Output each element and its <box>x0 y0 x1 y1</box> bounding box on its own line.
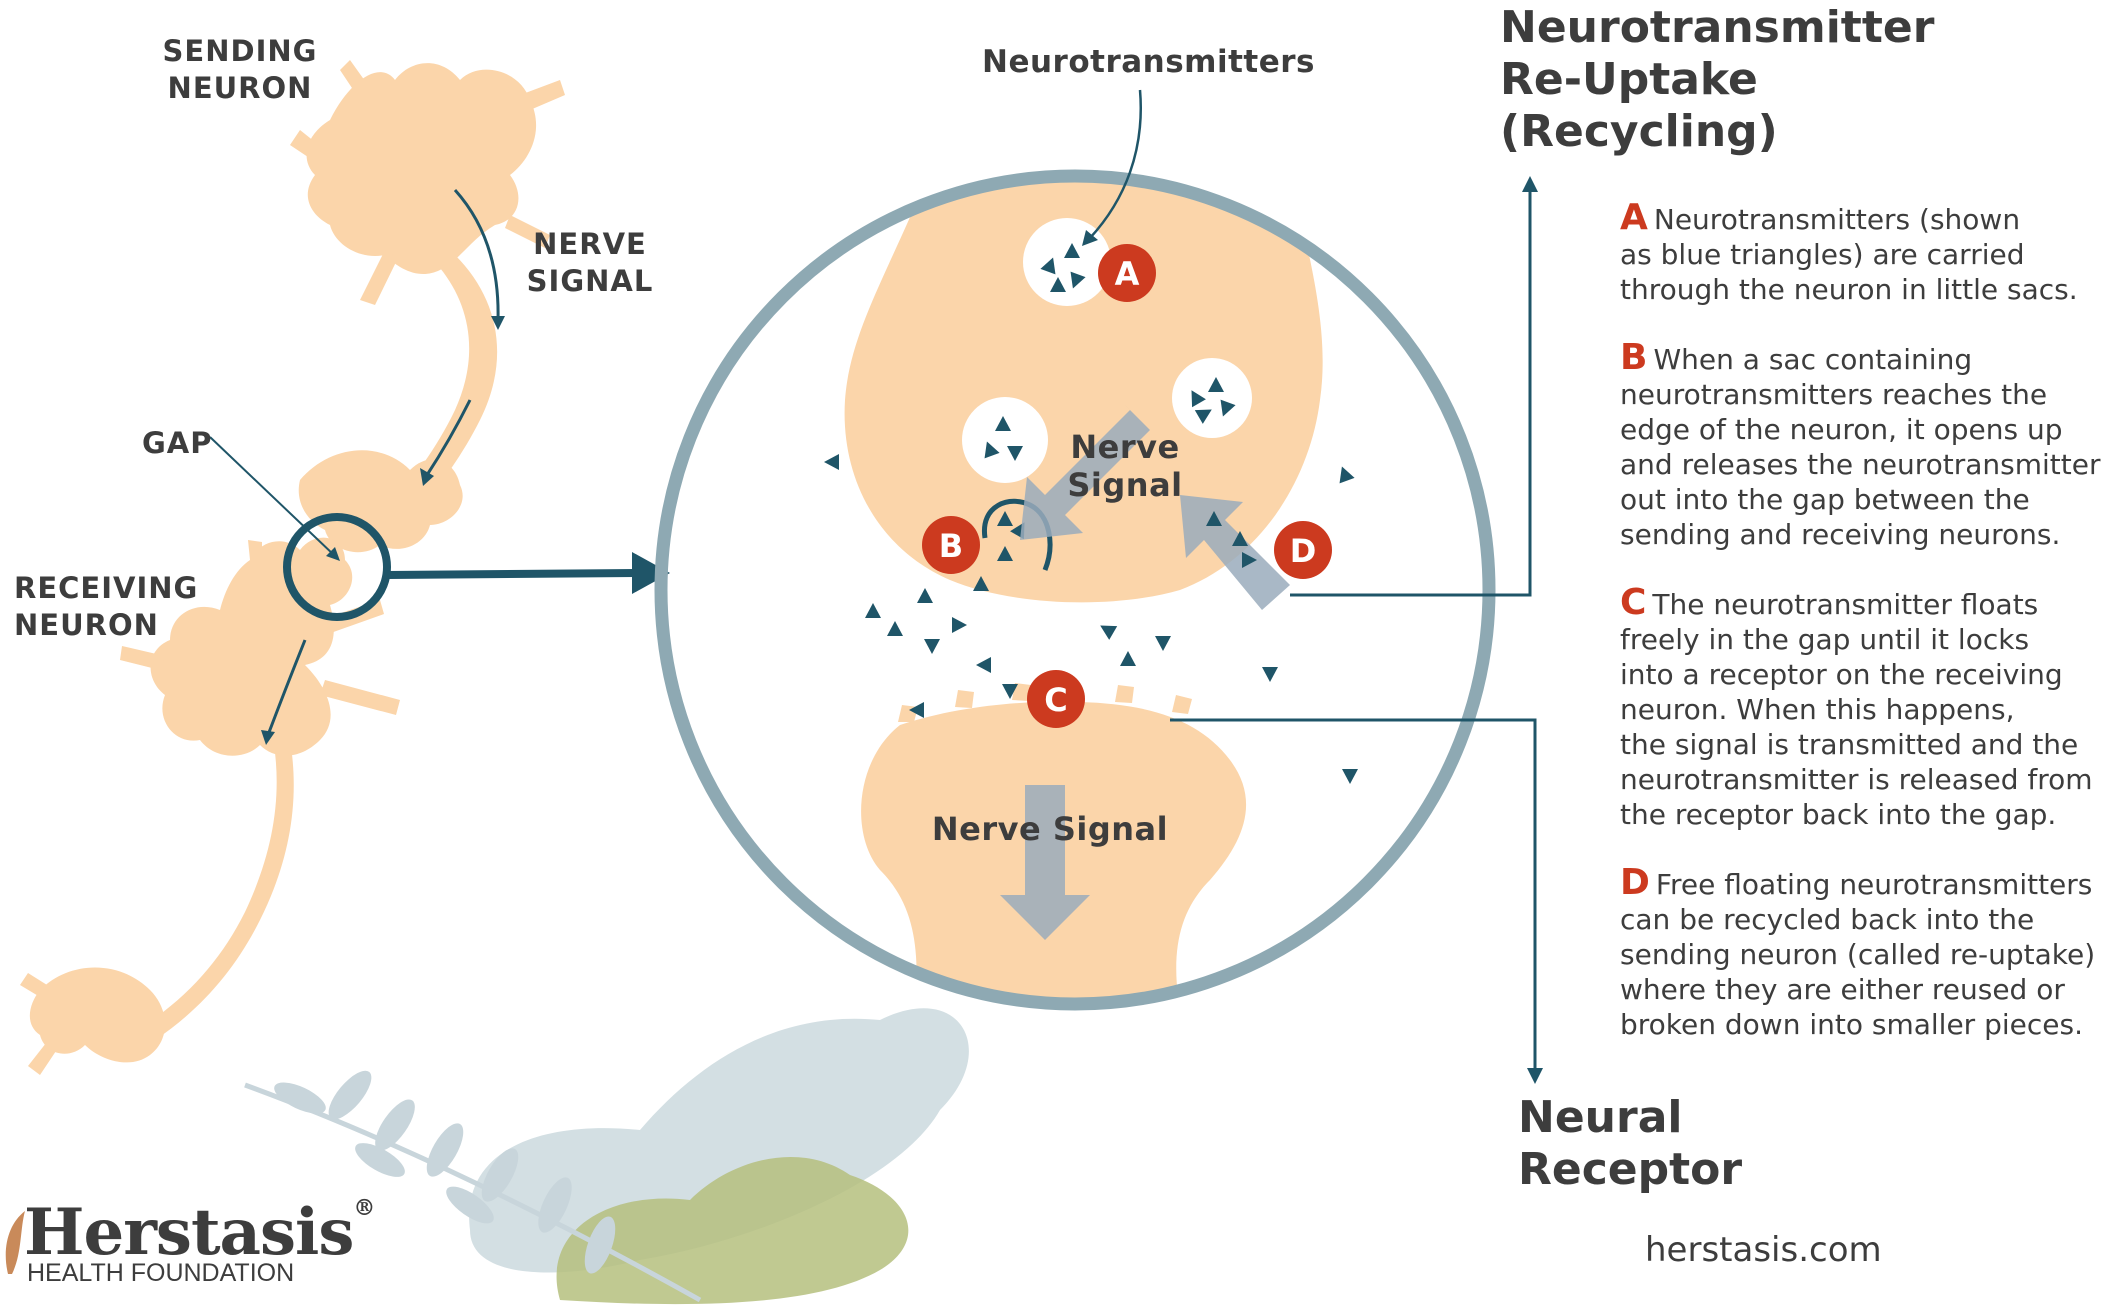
step-a-letter: A <box>1620 197 1648 238</box>
step-c-letter: C <box>1620 582 1647 623</box>
logo-subtitle: HEALTH FOUNDATION <box>27 1259 295 1287</box>
marker-b: B <box>922 516 980 574</box>
marker-d: D <box>1274 521 1332 579</box>
signal-arrow-lower <box>266 639 307 736</box>
signal-arrow-upper <box>453 188 500 321</box>
nerve-signal-label-upper: Nerve Signal <box>1067 428 1183 504</box>
nerve-signal-label-small: NERVE SIGNAL <box>526 227 654 298</box>
connector-lines <box>1170 190 1537 1070</box>
neurotransmitters-pointer <box>1089 89 1142 239</box>
sending-neuron-label: SENDING NEURON <box>162 34 318 105</box>
herstasis-logo: Herstasis® HEALTH FOUNDATION <box>0 1195 375 1295</box>
synapse-zoom: A B C D <box>654 89 1496 1011</box>
presynaptic-terminal <box>844 176 1323 603</box>
signal-arrow-middle <box>425 399 472 476</box>
decorative-leaves <box>244 1008 969 1305</box>
logo-name-text: Herstasis <box>24 1195 354 1270</box>
nerve-signal-label-lower: Nerve Signal <box>931 810 1169 848</box>
marker-a: A <box>1098 244 1156 302</box>
step-b-text: When a sac containing neurotransmitters … <box>1620 343 2101 551</box>
marker-c: C <box>1027 670 1085 728</box>
step-d-letter: D <box>1620 862 1650 903</box>
logo-name: Herstasis® <box>24 1195 375 1270</box>
logo-leaf-icon <box>5 1211 25 1274</box>
logo-registered-mark: ® <box>353 1195 375 1221</box>
marker-a-letter: A <box>1115 255 1140 293</box>
neural-receptor-heading: Neural Receptor <box>1518 1092 1743 1195</box>
receiving-neuron-label: RECEIVING NEURON <box>14 571 199 642</box>
step-a-text: Neurotransmitters (shown as blue triangl… <box>1620 203 2078 306</box>
marker-b-letter: B <box>939 527 963 565</box>
neurotransmitters-label: Neurotransmitters <box>982 44 1316 80</box>
gap-pointer <box>209 436 336 557</box>
gap-circle <box>283 513 391 621</box>
gap-label: GAP <box>142 426 213 460</box>
step-d-text: Free floating neurotransmitters can be r… <box>1620 868 2096 1041</box>
website-link[interactable]: herstasis.com <box>1645 1230 1882 1270</box>
marker-c-letter: C <box>1044 681 1067 719</box>
receptors <box>898 683 1192 722</box>
zoom-arrow <box>387 569 641 579</box>
reuptake-heading: Neurotransmitter Re-Uptake (Recycling) <box>1500 2 1935 157</box>
step-b-letter: B <box>1620 337 1648 378</box>
zoom-circle <box>654 169 1496 1011</box>
step-c-text: The neurotransmitter floats freely in th… <box>1620 588 2093 831</box>
marker-d-letter: D <box>1290 532 1317 570</box>
